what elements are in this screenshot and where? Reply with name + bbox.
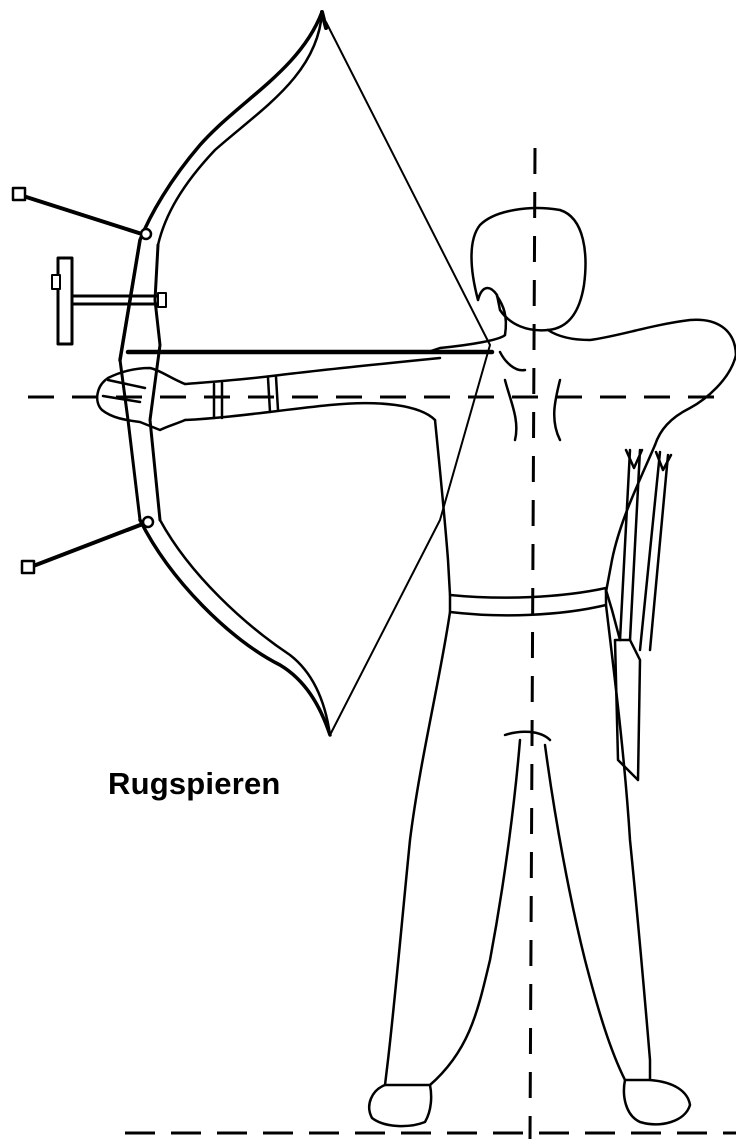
bow-sight bbox=[52, 258, 166, 344]
bow bbox=[120, 12, 492, 735]
left-shoe bbox=[369, 1085, 431, 1126]
vertical-center-guide bbox=[530, 148, 535, 1139]
caption-label: Rugspieren bbox=[108, 766, 281, 802]
stabilizers bbox=[13, 188, 153, 573]
belt bbox=[450, 588, 606, 615]
quiver bbox=[606, 450, 671, 780]
bow-string bbox=[326, 22, 490, 735]
right-shoe bbox=[624, 1080, 690, 1124]
bow-hand bbox=[97, 368, 185, 430]
archer-head bbox=[472, 208, 586, 330]
